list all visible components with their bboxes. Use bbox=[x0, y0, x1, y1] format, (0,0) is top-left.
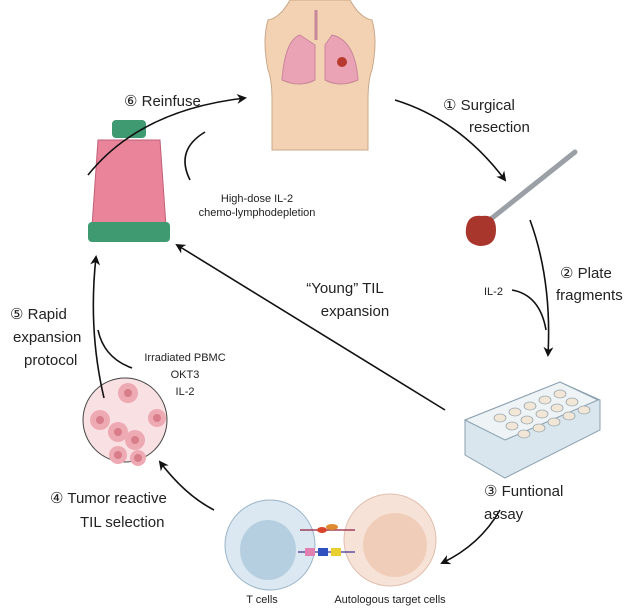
t-cell-illustration bbox=[224, 499, 316, 591]
patient-torso-illustration bbox=[264, 0, 376, 151]
young-til-label-line1: “Young” TIL bbox=[306, 280, 384, 297]
step-1-label-line1: ① Surgical bbox=[443, 97, 515, 114]
well-plate-illustration bbox=[463, 381, 601, 479]
step-1-label-line2: resection bbox=[469, 119, 530, 136]
step-5-label-line1: ⑤ Rapid bbox=[10, 306, 67, 323]
arrow-til-selection bbox=[158, 460, 215, 511]
step-5-label-line2: expansion bbox=[13, 329, 81, 346]
target-cells-label: Autologous target cells bbox=[334, 594, 446, 606]
til-infusion-bag-illustration bbox=[88, 120, 170, 242]
receptor-interaction bbox=[298, 524, 355, 556]
arrow-rep-reagents bbox=[97, 329, 133, 369]
rep-note-line3: IL-2 bbox=[176, 386, 195, 398]
expanded-cells-illustration bbox=[82, 377, 168, 466]
scalpel-tumor-illustration bbox=[465, 149, 578, 246]
reinfuse-note-line1: High-dose IL-2 bbox=[221, 193, 293, 205]
t-cells-label: T cells bbox=[246, 594, 278, 606]
step-3-label-line2: assay bbox=[484, 506, 524, 523]
arrow-plate-il2 bbox=[511, 289, 547, 331]
step-2-label-line2: fragments bbox=[556, 287, 623, 304]
arrow-reinfuse bbox=[87, 93, 247, 176]
step-4-label-line2: TIL selection bbox=[80, 514, 165, 531]
arrow-surgical-resection bbox=[394, 99, 507, 182]
rep-note-line2: OKT3 bbox=[171, 369, 200, 381]
arrow-rapid-expansion bbox=[90, 255, 105, 399]
young-til-label-line2: expansion bbox=[321, 303, 389, 320]
step-5-label-line3: protocol bbox=[24, 352, 77, 369]
step-6-label: ⑥ Reinfuse bbox=[124, 93, 201, 110]
target-cell-illustration bbox=[343, 493, 437, 587]
rep-note-line1: Irradiated PBMC bbox=[144, 352, 225, 364]
arrow-young-til bbox=[175, 243, 446, 411]
arrow-lymphodepletion bbox=[184, 131, 206, 181]
reinfuse-note-line2: chemo-lymphodepletion bbox=[199, 207, 316, 219]
lung-tumor bbox=[337, 57, 347, 67]
step-3-label-line1: ③ Funtional bbox=[484, 483, 563, 500]
arrow-functional-assay bbox=[440, 509, 501, 565]
arrow-plate-fragments bbox=[529, 219, 554, 357]
plate-il2-note: IL-2 bbox=[484, 286, 503, 298]
step-2-label-line1: ② Plate bbox=[560, 265, 612, 282]
step-4-label-line1: ④ Tumor reactive bbox=[50, 490, 167, 507]
